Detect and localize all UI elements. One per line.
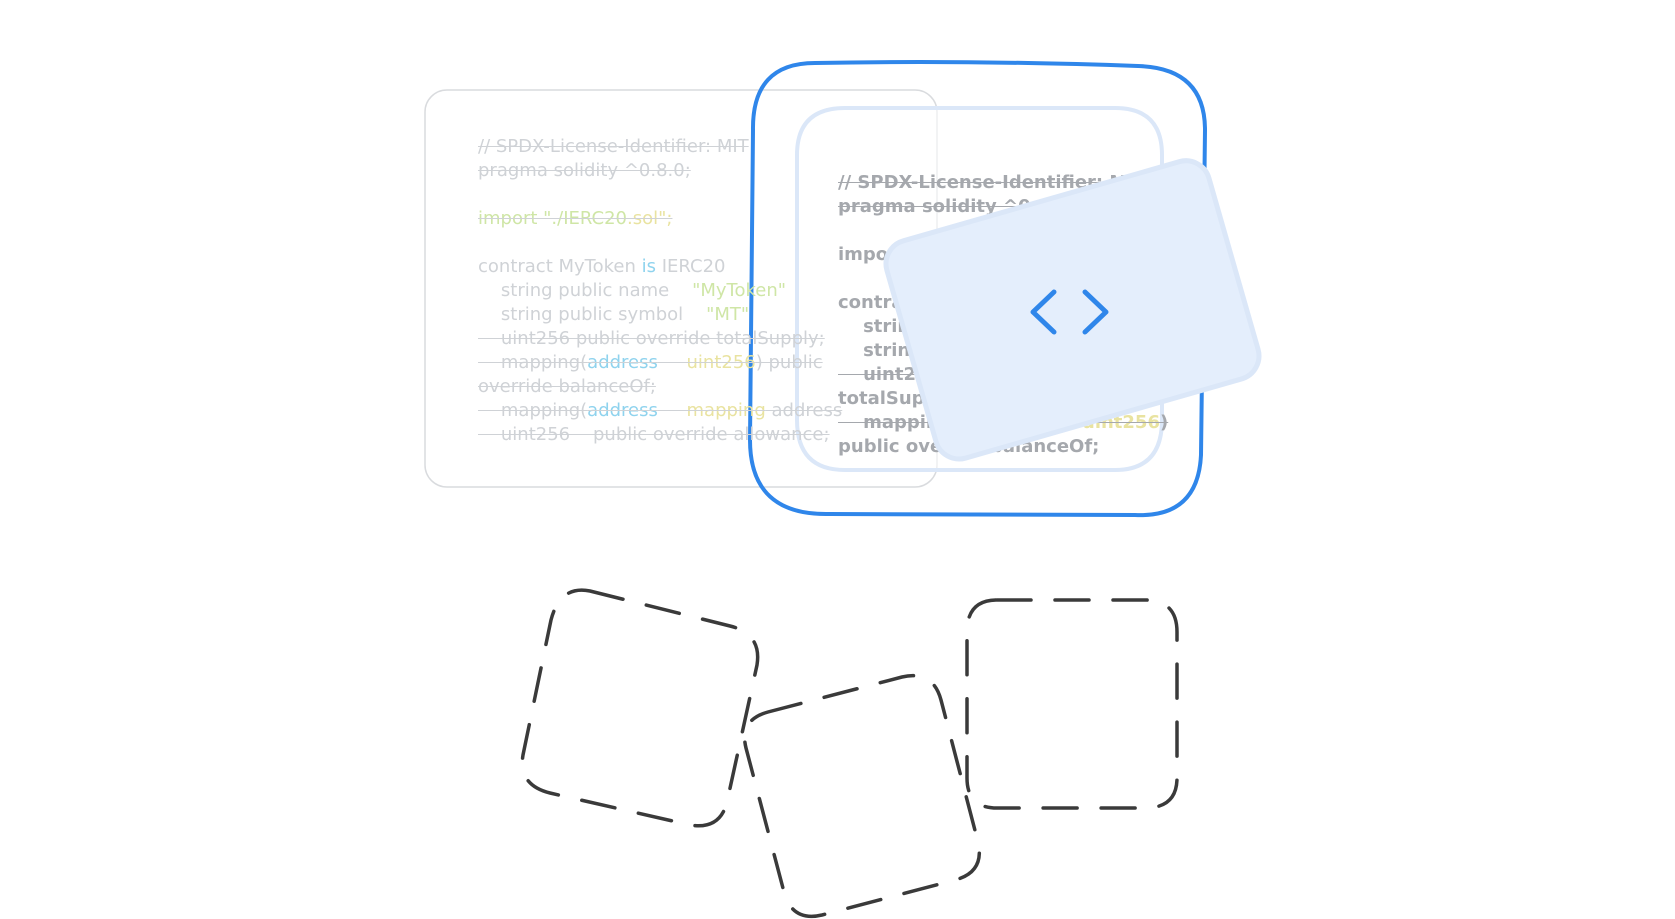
code-line: uint256 public override allowance; bbox=[478, 424, 830, 445]
code-line: uint256 public override totalSupply; bbox=[478, 328, 825, 349]
code-token: ) bbox=[1159, 412, 1169, 433]
code-line: override balanceOf; bbox=[478, 376, 656, 397]
code-token: uint256 bbox=[686, 352, 756, 373]
code-token: "MT" bbox=[706, 304, 750, 325]
selection-frame bbox=[747, 60, 1208, 518]
code-line: mapping(address mapping address bbox=[478, 400, 842, 421]
code-token: mapping bbox=[686, 400, 766, 421]
dashed-placeholder-right bbox=[965, 598, 1179, 810]
code-brackets-icon bbox=[1030, 289, 1109, 335]
code-token: IERC20 bbox=[656, 256, 726, 277]
code-token: ) public bbox=[755, 352, 823, 373]
dashed-placeholder-left bbox=[520, 588, 760, 828]
code-line: string public name "MyToken" bbox=[478, 280, 786, 301]
code-token: contract MyToken bbox=[478, 256, 642, 277]
code-token: string public name bbox=[478, 280, 693, 301]
code-token: .sol"; bbox=[626, 208, 673, 229]
code-token: mapping( bbox=[478, 352, 588, 373]
code-line: // SPDX-License-Identifier: MIT bbox=[478, 136, 749, 157]
code-token: is bbox=[641, 256, 656, 277]
code-token: address bbox=[587, 400, 658, 421]
code-line: import "./IERC20.sol"; bbox=[478, 208, 672, 229]
code-line: mapping(address uint256) public bbox=[478, 352, 823, 373]
code-token: string public symbol bbox=[478, 304, 707, 325]
code-badge bbox=[883, 158, 1262, 462]
code-token: address bbox=[587, 352, 658, 373]
code-token: mapping( bbox=[478, 400, 588, 421]
code-line: string public symbol "MT" bbox=[478, 304, 749, 325]
code-token: address bbox=[765, 400, 843, 421]
code-token: import "./IERC20 bbox=[478, 208, 627, 229]
code-token: "MyToken" bbox=[692, 280, 787, 301]
code-line: pragma solidity ^0.8.0; bbox=[478, 160, 691, 181]
code-line: contract MyToken is IERC20 bbox=[478, 256, 726, 277]
